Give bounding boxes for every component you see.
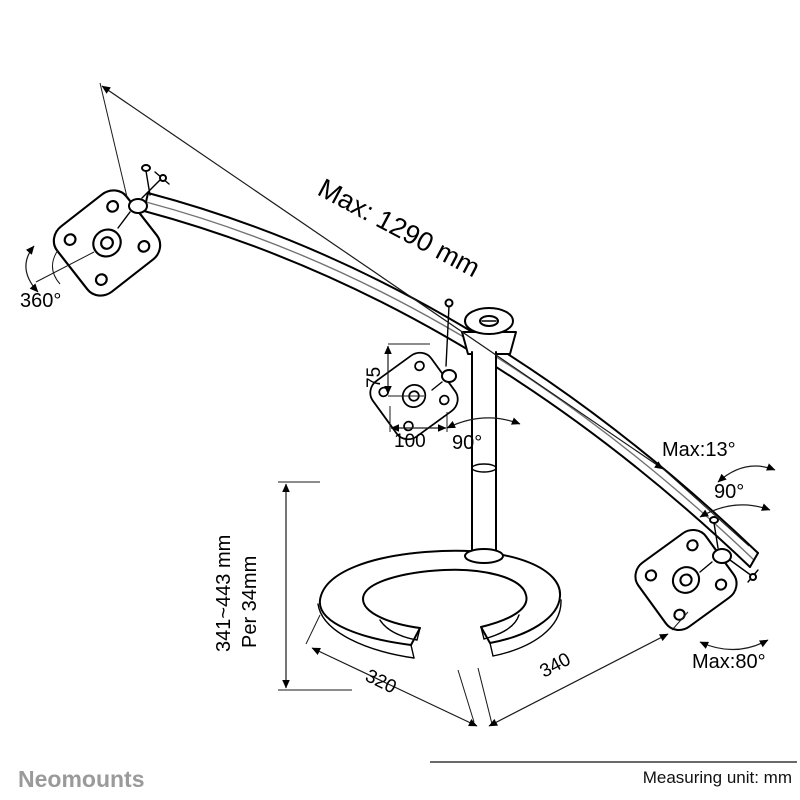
- dim-label-vesa-horizontal: 100: [394, 431, 426, 452]
- center-joint: [461, 307, 517, 355]
- pole: [464, 351, 504, 564]
- dim-label-vesa-vertical: 75: [364, 367, 385, 388]
- center-swivel-indicator: 90°: [446, 417, 521, 454]
- measuring-unit-note: Measuring unit: mm: [643, 768, 792, 787]
- dim-label-left-rotation: 360°: [20, 290, 61, 312]
- dim-label-base-width: 340: [536, 649, 574, 682]
- dim-label-center-swivel: 90°: [452, 432, 482, 454]
- vesa-plate-right: [627, 522, 745, 638]
- right-arm-clamp: [699, 516, 759, 583]
- dimension-height-range: 341~443 mm Per 34mm: [213, 481, 352, 691]
- left-rotation-indicator: 360°: [20, 245, 95, 312]
- right-rotation-indicator: Max:80°: [692, 639, 769, 673]
- dim-label-right-rotation: Max:80°: [692, 651, 766, 673]
- right-swivel-indicator: 90°: [699, 481, 771, 518]
- dim-label-right-swivel: 90°: [714, 481, 744, 503]
- dim-label-base-depth: 320: [362, 666, 400, 699]
- footer: Neomounts Measuring unit: mm: [18, 761, 797, 792]
- dim-label-height-range: 341~443 mm: [213, 535, 235, 652]
- vesa-plate-left: [45, 182, 169, 304]
- dim-label-arm-max-width: Max: 1290 mm: [313, 173, 485, 283]
- brand-logo: Neomounts: [18, 766, 145, 792]
- dimension-vesa-75: 75: [364, 343, 430, 397]
- right-tilt-indicator: Max:13°: [662, 439, 776, 483]
- dim-label-right-tilt: Max:13°: [662, 439, 736, 461]
- base: [317, 549, 562, 659]
- dim-label-height-step: Per 34mm: [239, 556, 261, 648]
